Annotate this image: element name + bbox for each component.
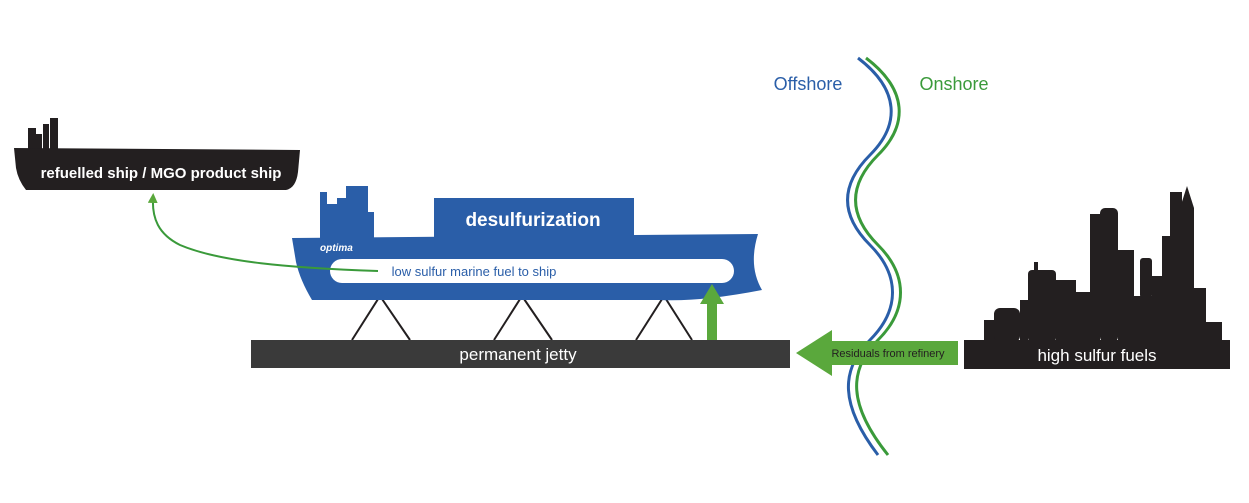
high-sulfur-label: high sulfur fuels	[1037, 346, 1156, 365]
low-sulfur-label: low sulfur marine fuel to ship	[392, 264, 557, 279]
permanent-jetty	[251, 340, 790, 368]
desulfurization-label: desulfurization	[465, 210, 600, 231]
offshore-boundary-line	[846, 56, 894, 456]
onshore-boundary-line	[854, 56, 902, 456]
feed-up-arrow	[700, 284, 724, 340]
refuelled-ship-silhouette	[14, 118, 300, 190]
desulfurization-ship	[292, 186, 762, 301]
optima-brand-logo: optima	[320, 243, 353, 254]
high-sulfur-box	[964, 340, 1230, 369]
residuals-label: Residuals from refinery	[831, 348, 945, 360]
low-sulfur-flow-arrow	[147, 193, 379, 272]
refuelled-ship-label: refuelled ship / MGO product ship	[41, 165, 282, 182]
offshore-label: Offshore	[774, 74, 843, 94]
residuals-flow-arrow	[796, 330, 958, 376]
jetty-supports	[351, 294, 693, 341]
refinery-silhouette	[984, 186, 1222, 342]
jetty-label: permanent jetty	[459, 345, 577, 364]
onshore-label: Onshore	[919, 74, 988, 94]
